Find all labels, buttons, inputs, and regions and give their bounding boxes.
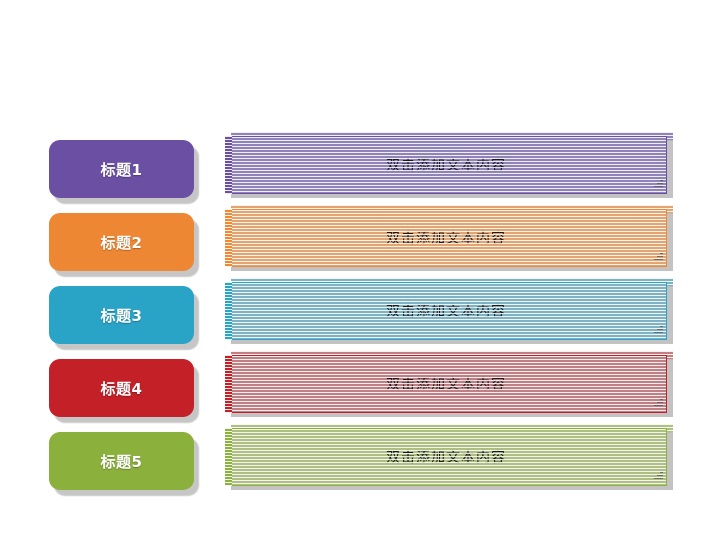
content-left-accent-tab	[225, 355, 232, 413]
content-textbox-1[interactable]: 双击添加文本内容	[225, 132, 673, 202]
content-placeholder-text: 双击添加文本内容	[386, 158, 506, 174]
title-label-surface[interactable]: 标题2	[49, 213, 194, 271]
content-row: 标题2 双击添加文本内容	[0, 203, 720, 277]
resize-handle-line	[660, 326, 663, 327]
resize-handle-line	[660, 180, 663, 181]
resize-handle-line	[654, 186, 663, 187]
resize-handle-line	[654, 259, 663, 260]
content-left-accent-tab	[225, 428, 232, 486]
title-label-surface[interactable]: 标题3	[49, 286, 194, 344]
resize-handle-line	[657, 183, 663, 184]
resize-corner-handle[interactable]	[652, 251, 663, 262]
resize-handle-line	[654, 478, 663, 479]
title-label-button-5[interactable]: 标题5	[49, 432, 199, 496]
title-label-text: 标题1	[100, 160, 143, 179]
content-box-surface[interactable]: 双击添加文本内容	[225, 428, 667, 486]
content-placeholder-text: 双击添加文本内容	[386, 450, 506, 466]
resize-handle-line	[660, 472, 663, 473]
content-textbox-4[interactable]: 双击添加文本内容	[225, 351, 673, 421]
scanline-texture	[225, 209, 232, 267]
scanline-texture	[225, 136, 232, 194]
content-left-accent-tab	[225, 136, 232, 194]
resize-handle-line	[660, 399, 663, 400]
content-row: 标题3 双击添加文本内容	[0, 276, 720, 350]
resize-handle-line	[657, 475, 663, 476]
title-label-text: 标题5	[100, 452, 143, 471]
resize-corner-handle[interactable]	[652, 324, 663, 335]
title-label-button-3[interactable]: 标题3	[49, 286, 199, 350]
scanline-texture	[225, 428, 232, 486]
content-placeholder-text: 双击添加文本内容	[386, 304, 506, 320]
title-label-surface[interactable]: 标题5	[49, 432, 194, 490]
content-textbox-2[interactable]: 双击添加文本内容	[225, 205, 673, 275]
resize-corner-handle[interactable]	[652, 470, 663, 481]
resize-handle-line	[660, 253, 663, 254]
resize-handle-line	[657, 256, 663, 257]
content-row: 标题1 双击添加文本内容	[0, 130, 720, 204]
content-box-surface[interactable]: 双击添加文本内容	[225, 209, 667, 267]
scanline-texture	[225, 355, 232, 413]
resize-corner-handle[interactable]	[652, 397, 663, 408]
content-box-surface[interactable]: 双击添加文本内容	[225, 355, 667, 413]
content-placeholder-text: 双击添加文本内容	[386, 377, 506, 393]
resize-handle-line	[657, 329, 663, 330]
content-textbox-3[interactable]: 双击添加文本内容	[225, 278, 673, 348]
resize-corner-handle[interactable]	[652, 178, 663, 189]
content-left-accent-tab	[225, 282, 232, 340]
resize-handle-line	[654, 332, 663, 333]
content-textbox-5[interactable]: 双击添加文本内容	[225, 424, 673, 494]
title-label-surface[interactable]: 标题1	[49, 140, 194, 198]
resize-handle-line	[654, 405, 663, 406]
title-label-button-4[interactable]: 标题4	[49, 359, 199, 423]
content-box-surface[interactable]: 双击添加文本内容	[225, 136, 667, 194]
title-label-button-1[interactable]: 标题1	[49, 140, 199, 204]
title-label-text: 标题4	[100, 379, 143, 398]
title-label-text: 标题2	[100, 233, 143, 252]
content-box-surface[interactable]: 双击添加文本内容	[225, 282, 667, 340]
content-placeholder-text: 双击添加文本内容	[386, 231, 506, 247]
content-row: 标题5 双击添加文本内容	[0, 422, 720, 496]
title-label-surface[interactable]: 标题4	[49, 359, 194, 417]
title-label-button-2[interactable]: 标题2	[49, 213, 199, 277]
title-label-text: 标题3	[100, 306, 143, 325]
scanline-texture	[225, 282, 232, 340]
content-left-accent-tab	[225, 209, 232, 267]
content-row: 标题4 双击添加文本内容	[0, 349, 720, 423]
resize-handle-line	[657, 402, 663, 403]
